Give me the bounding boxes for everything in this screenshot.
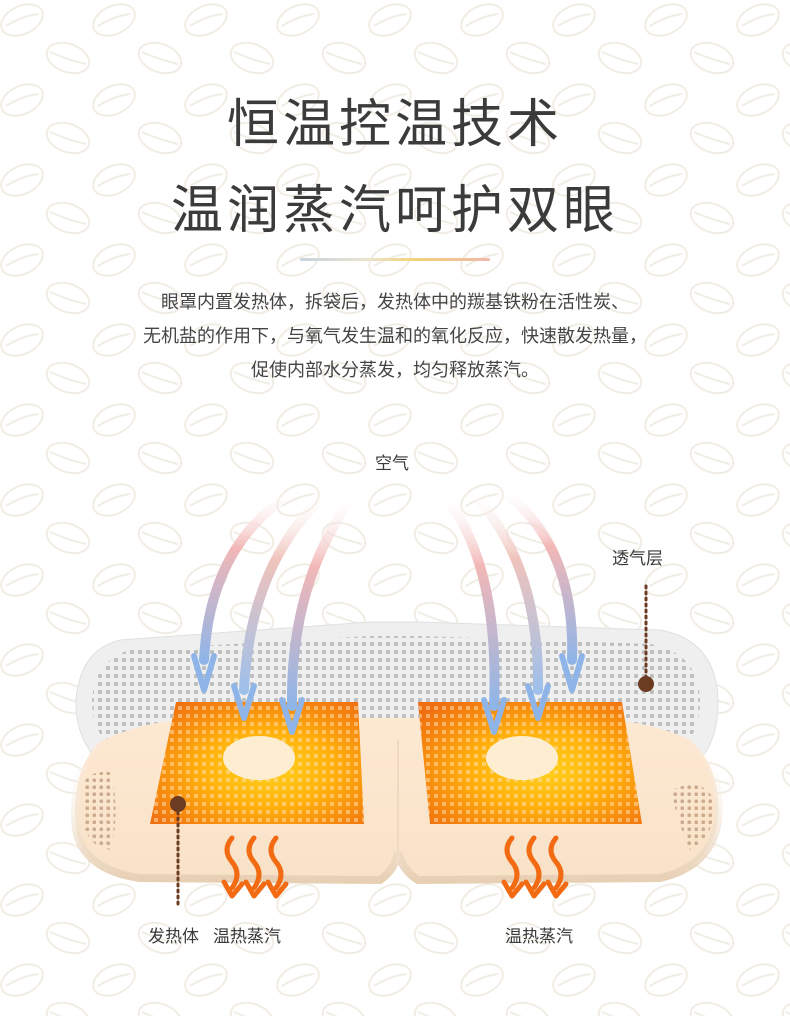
- heater-right: [418, 702, 642, 824]
- air-arrows-left: [191, 483, 361, 735]
- warm-steam-left-label: 温热蒸汽: [213, 927, 281, 947]
- air-arrows-right: [435, 481, 585, 735]
- steam-arrows-right: [501, 835, 569, 899]
- heater-left: [150, 702, 364, 824]
- description-line-3: 促使内部水分蒸发，均匀释放蒸汽。: [251, 360, 539, 381]
- title-line-2: 温润蒸汽呵护双眼: [170, 181, 619, 241]
- warm-steam-right-label: 温热蒸汽: [505, 927, 573, 947]
- description-line-1: 眼罩内置发热体，拆袋后，发热体中的羰基铁粉在活性炭、: [161, 292, 629, 313]
- description-line-2: 无机盐的作用下，与氧气发生温和的氧化反应，快速散发热量，: [143, 326, 647, 347]
- air-label: 空气: [375, 454, 409, 474]
- heating-body-marker: [170, 796, 186, 906]
- breathable-layer-marker: [638, 584, 654, 692]
- title-line-1: 恒温控温技术: [226, 95, 563, 155]
- steam-arrows-left: [221, 835, 289, 899]
- heating-body-label: 发热体: [148, 927, 199, 947]
- breathable-layer-label: 透气层: [612, 549, 663, 569]
- title-divider: [300, 258, 490, 261]
